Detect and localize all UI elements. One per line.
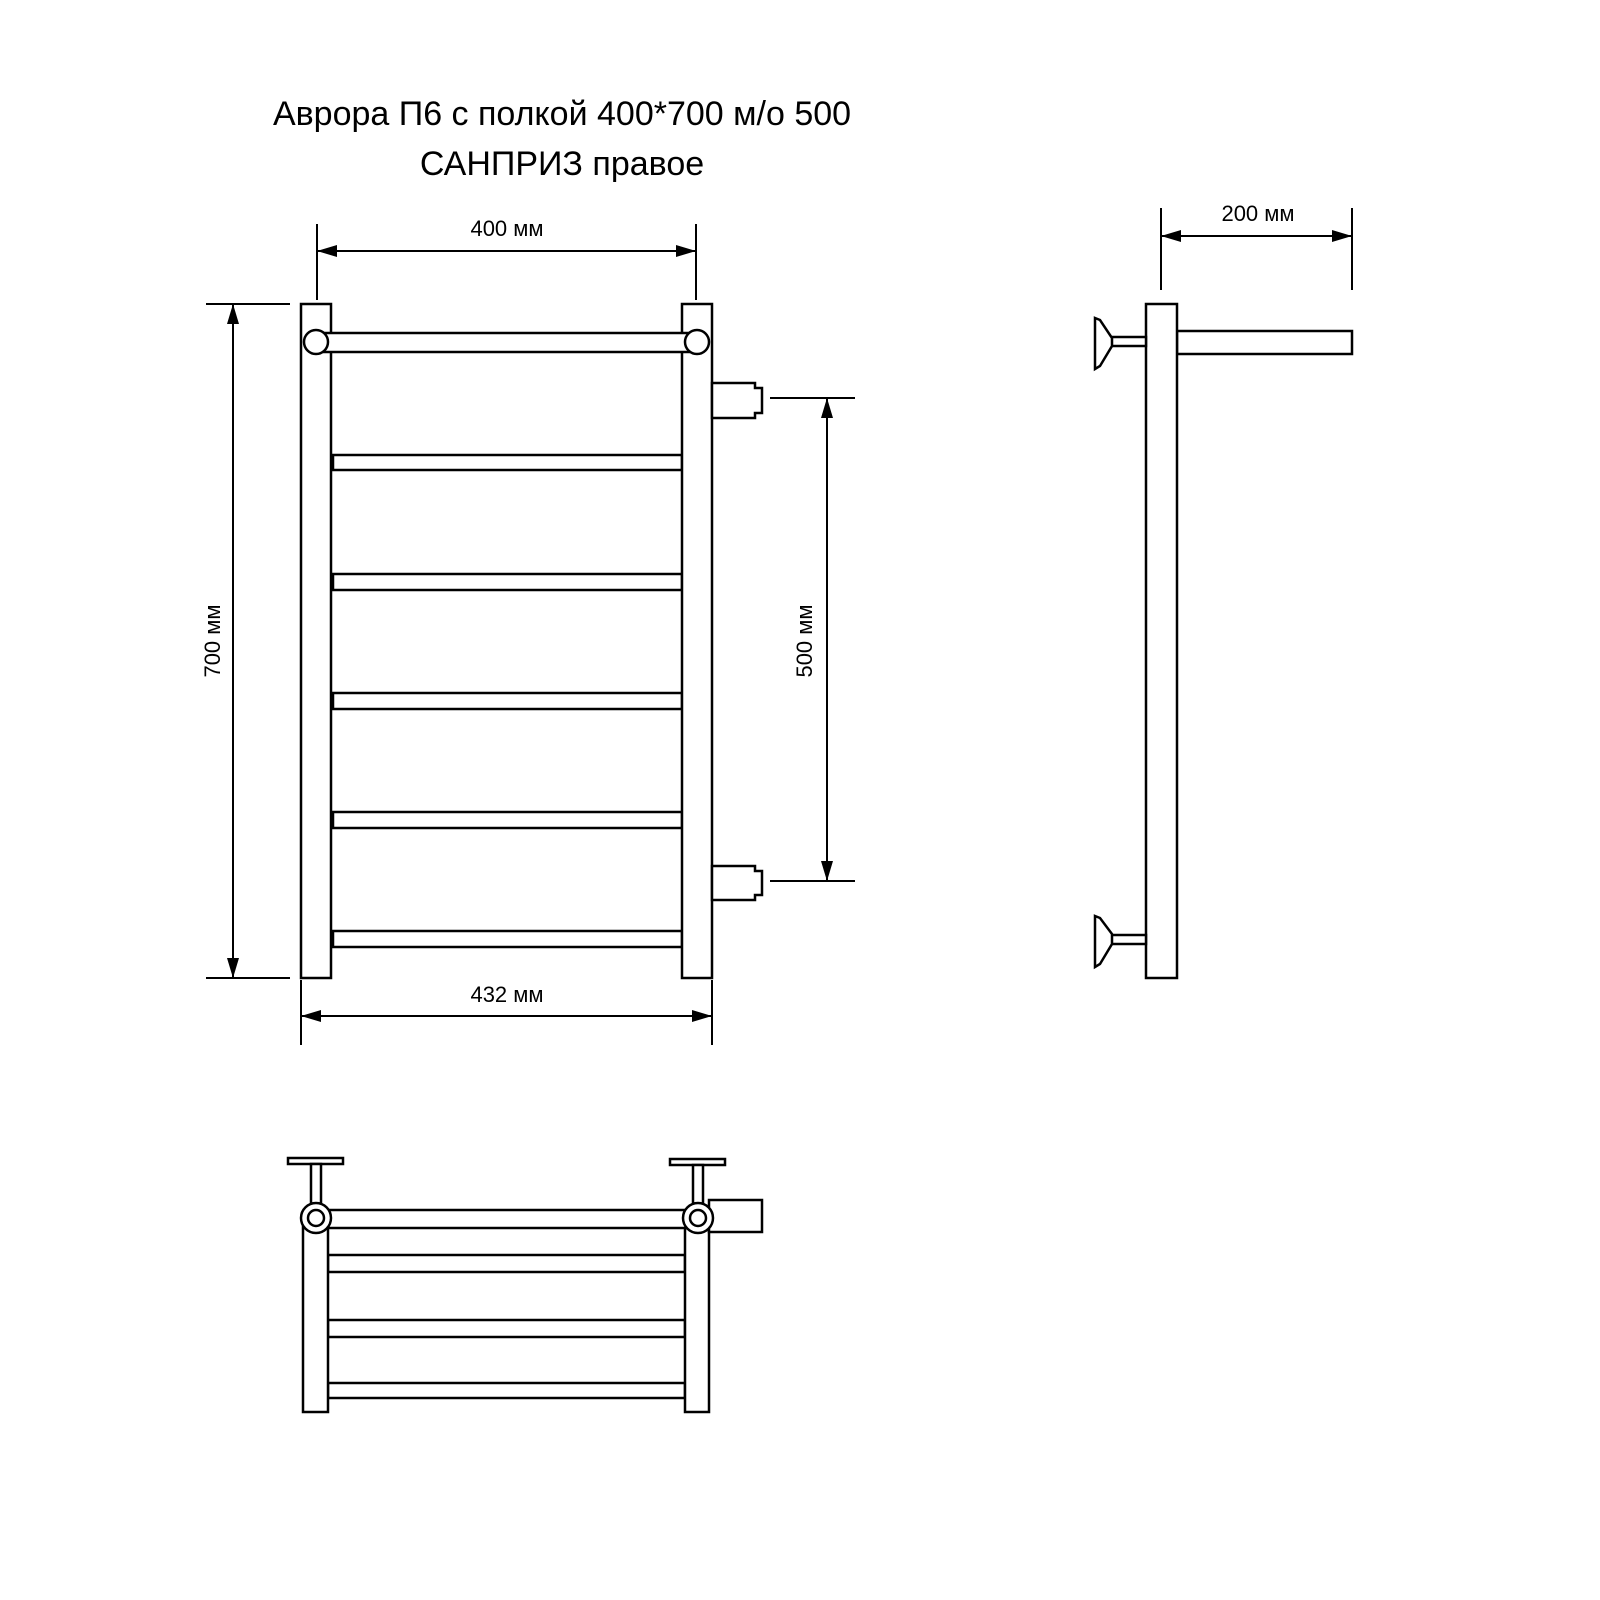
front-view [299,302,764,980]
title-line-1: Аврора П6 с полкой 400*700 м/о 500 [273,95,851,133]
dim-center-distance: 500 мм [792,604,817,677]
dim-depth: 200 мм [1221,201,1294,226]
top-view [286,1156,764,1414]
dim-height: 700 мм [200,604,225,677]
dimension-lines [206,208,1353,1045]
dim-width-inner: 400 мм [470,216,543,241]
side-view [1093,302,1354,980]
dim-width-outer: 432 мм [470,982,543,1007]
title-line-2: САНПРИЗ правое [420,145,704,183]
